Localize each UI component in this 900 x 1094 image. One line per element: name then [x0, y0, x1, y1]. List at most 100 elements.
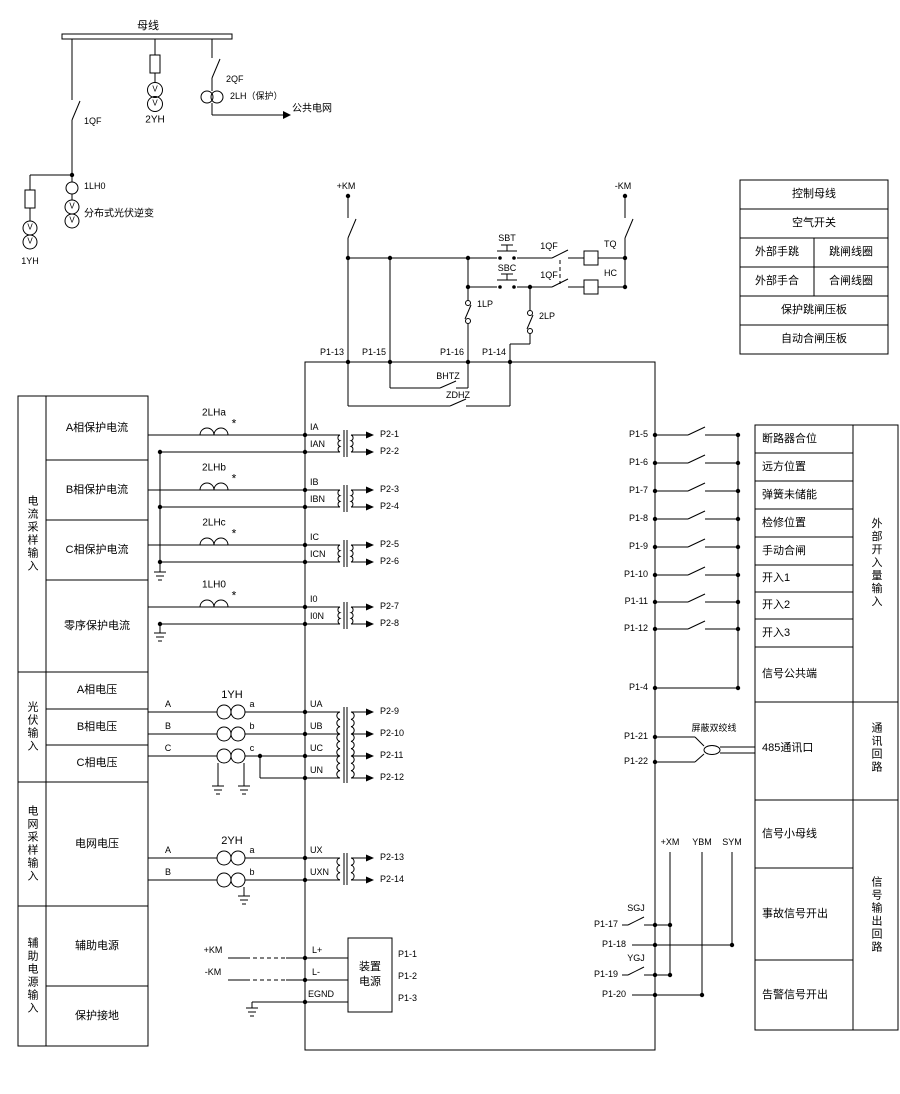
breaker-1qf-label: 1QF: [84, 116, 102, 127]
km-neg-label: -KM: [614, 181, 632, 192]
polarity-star: *: [231, 526, 237, 541]
row-phase-c-current: C相保护电流: [65, 543, 129, 556]
terminal-p2-3: P2-3: [380, 484, 400, 495]
row-signal-common: 信号公共端: [762, 667, 817, 680]
legend-trip-coil: 跳闸线圈: [829, 245, 873, 258]
legend-close-plate: 自动合闸压板: [781, 332, 847, 345]
phase-b-label: B: [164, 867, 172, 878]
voltmeter-icon: V: [27, 236, 33, 246]
ygj-contact-label: YGJ: [627, 953, 645, 964]
category-pv-input: 光伏输入: [26, 701, 39, 753]
shielded-twisted-pair-label: 屏蔽双绞线: [691, 723, 737, 734]
terminal-p1-8: P1-8: [628, 513, 648, 524]
internal-transformers: [305, 430, 374, 885]
terminal-p2-14: P2-14: [380, 874, 405, 885]
row-grid-voltage: 电网电压: [75, 837, 119, 850]
row-alarm-signal: 告警信号开出: [762, 988, 828, 1001]
busbar-label: 母线: [137, 19, 159, 32]
terminal-p2-12: P2-12: [380, 772, 405, 783]
terminal-p1-10: P1-10: [623, 569, 648, 580]
row-input-2: 开入2: [762, 598, 791, 611]
terminal-egnd: EGND: [308, 989, 335, 1000]
comm-wiring: [655, 736, 755, 763]
breaker-2qf-label: 2QF: [226, 74, 244, 85]
row-phase-b-current: B相保护电流: [65, 483, 129, 496]
terminal-i0: I0: [310, 594, 318, 605]
terminal-p2-13: P2-13: [380, 852, 405, 863]
device-power-unit-label: 装置电源: [359, 961, 381, 988]
terminal-ibn: IBN: [310, 494, 326, 505]
row-maintenance-position: 检修位置: [762, 516, 806, 529]
km-pos-label: +KM: [336, 181, 356, 192]
terminal-p1-20: P1-20: [601, 989, 626, 1000]
row-accident-signal: 事故信号开出: [762, 907, 828, 920]
voltmeter-icon: V: [27, 222, 33, 232]
terminal-p1-4: P1-4: [628, 682, 648, 693]
voltmeter-icon: V: [69, 201, 75, 211]
ct-1lh0-label: 1LH0: [202, 579, 226, 591]
category-current-sampling: 电流采样输入: [26, 495, 39, 573]
terminal-p2-2: P2-2: [380, 446, 400, 457]
signal-bus-ybm-label: YBM: [692, 837, 712, 848]
terminal-p1-12: P1-12: [623, 623, 648, 634]
terminal-p2-6: P2-6: [380, 556, 400, 567]
row-phase-b-voltage: B相电压: [76, 720, 118, 733]
terminal-p1-2: P1-2: [398, 971, 418, 982]
io-table: [754, 424, 899, 1031]
terminal-ub: UB: [310, 721, 323, 732]
row-phase-a-current: A相保护电流: [65, 421, 129, 434]
public-grid-label: 公共电网: [292, 103, 332, 115]
terminal-uc: UC: [310, 743, 323, 754]
terminal-p1-17: P1-17: [593, 919, 618, 930]
terminal-ib: IB: [310, 477, 319, 488]
signal-bus-xm-label: +XM: [660, 837, 680, 848]
terminal-p1-14: P1-14: [481, 347, 506, 358]
legend-trip-plate: 保护跳闸压板: [781, 303, 847, 316]
vt-1yh-group-label: 1YH: [221, 688, 243, 701]
phase-a-label: A: [164, 845, 172, 856]
terminal-p1-21: P1-21: [623, 731, 648, 742]
terminal-p2-7: P2-7: [380, 601, 400, 612]
vt-2yh-label: 2YH: [145, 114, 165, 126]
terminal-l-plus: L+: [312, 945, 323, 956]
qf-aux-bottom-label: 1QF: [540, 270, 558, 281]
terminal-i0n: I0N: [310, 611, 325, 622]
legend-manual-trip: 外部手跳: [755, 245, 799, 258]
legend-table: [739, 179, 889, 355]
legend-control-bus: 控制母线: [792, 187, 836, 200]
terminal-ux: UX: [310, 845, 323, 856]
terminal-p1-6: P1-6: [628, 457, 648, 468]
row-aux-power: 辅助电源: [75, 939, 119, 952]
terminal-p1-9: P1-9: [628, 541, 648, 552]
terminal-l-minus: L-: [312, 967, 321, 978]
aux-km-neg-label: -KM: [204, 967, 222, 978]
terminal-un: UN: [310, 765, 323, 776]
vt-wiring: [148, 704, 305, 905]
terminal-p2-4: P2-4: [380, 501, 400, 512]
terminal-ua: UA: [310, 699, 323, 710]
digital-input-wiring: [655, 426, 739, 689]
terminal-ic: IC: [310, 532, 319, 543]
phase-b-label: B: [164, 721, 172, 732]
terminal-p1-13: P1-13: [319, 347, 344, 358]
signal-bus-sym-label: SYM: [722, 837, 742, 848]
phase-c-label: C: [164, 743, 172, 754]
row-485-port: 485通讯口: [762, 741, 814, 754]
polarity-star: *: [231, 588, 237, 603]
qf-aux-top-label: 1QF: [540, 241, 558, 252]
secondary-b-label: b: [249, 721, 255, 732]
terminal-p1-5: P1-5: [628, 429, 648, 440]
junction-dots: [69, 172, 741, 1005]
pv-inverter-label: 分布式光伏逆变: [84, 208, 154, 220]
ct-2lh-label: 2LH（保护）: [230, 91, 283, 102]
trip-coil-label: TQ: [604, 239, 617, 250]
left-table: [17, 395, 149, 1047]
terminal-ian: IAN: [310, 439, 326, 450]
voltmeter-icon: V: [152, 84, 158, 94]
plate-1lp-label: 1LP: [477, 299, 494, 310]
category-grid-sampling: 电网采样输入: [26, 805, 39, 883]
terminal-p2-5: P2-5: [380, 539, 400, 550]
terminal-uxn: UXN: [310, 867, 330, 878]
polarity-star: *: [231, 416, 237, 431]
